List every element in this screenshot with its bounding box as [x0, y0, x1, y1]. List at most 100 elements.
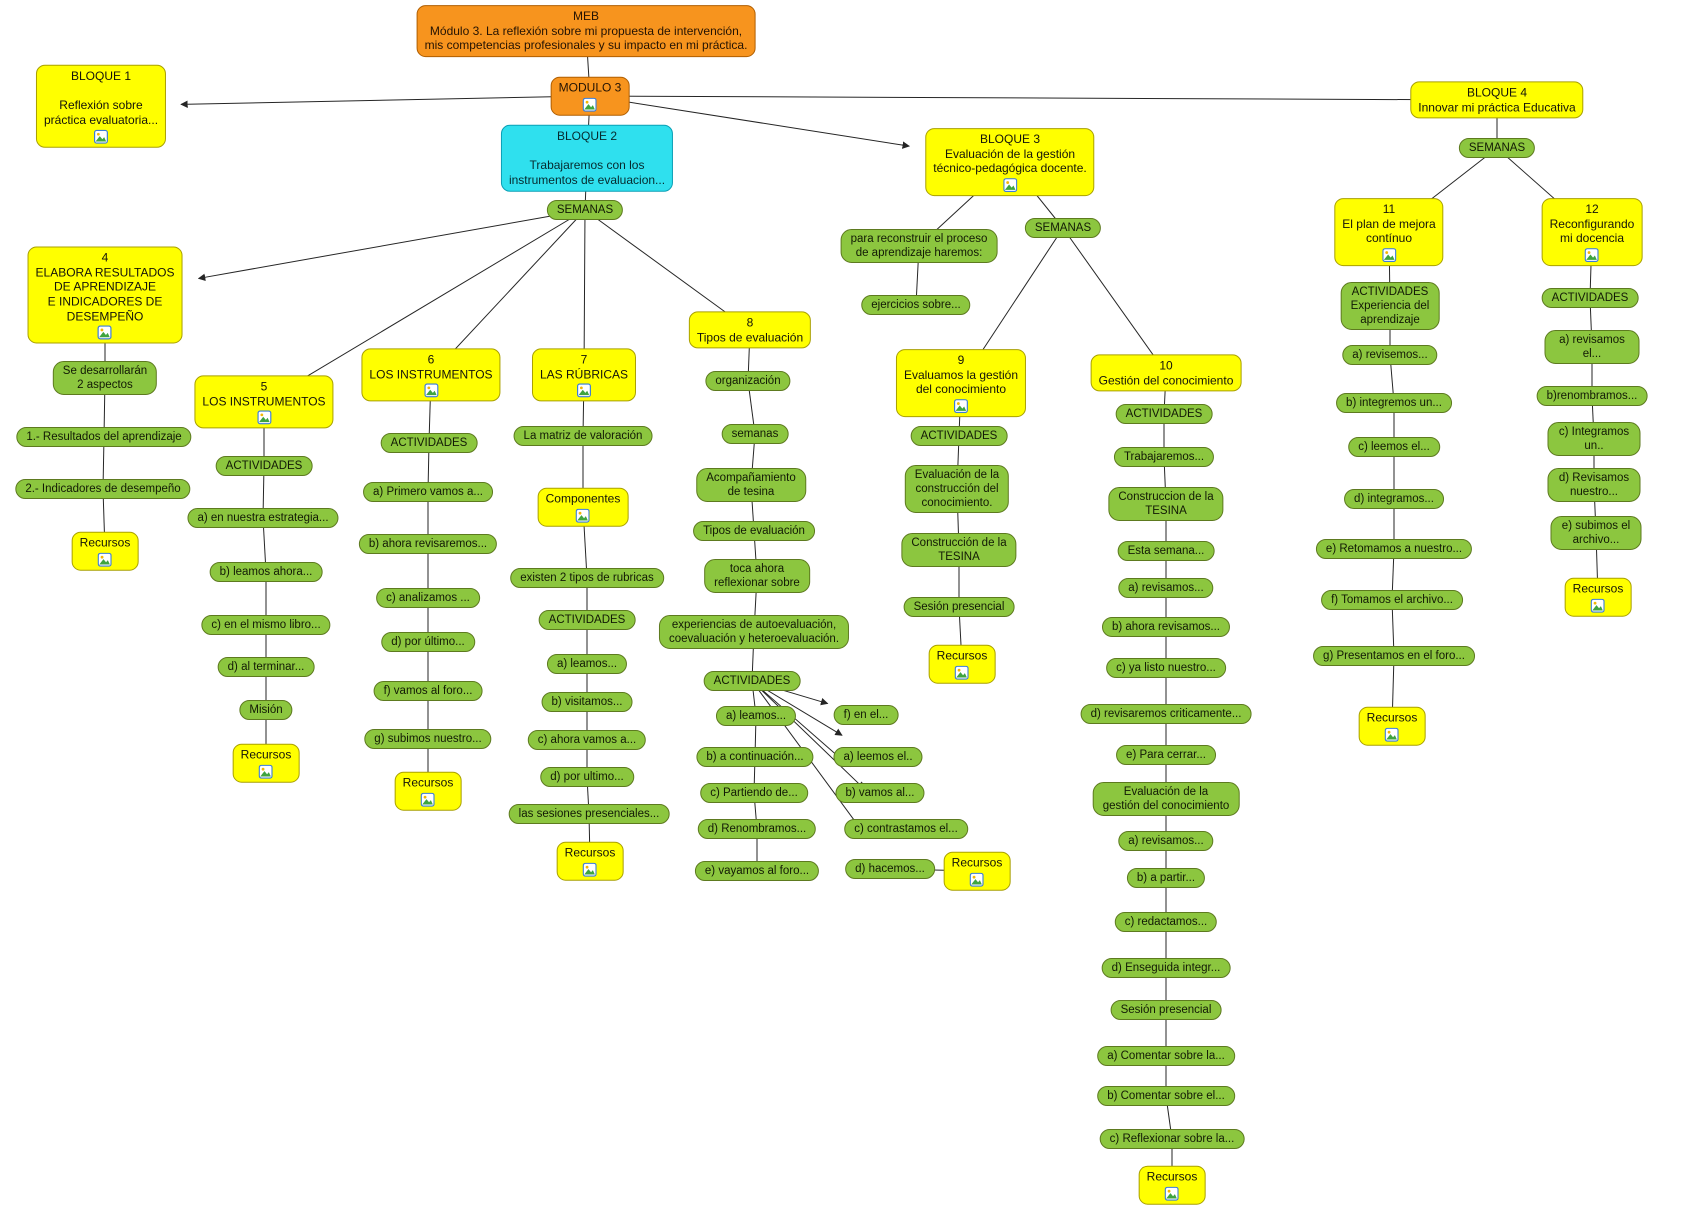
node-evalc9[interactable]: Evaluación de la construcción del conoci… — [904, 464, 1010, 514]
node-d11[interactable]: d) integramos... — [1344, 488, 1444, 510]
node-c8r[interactable]: c) contrastamos el... — [844, 818, 968, 840]
node-bloque3[interactable]: BLOQUE 3 Evaluación de la gestión técnic… — [925, 128, 1095, 196]
node-n5[interactable]: 5 LOS INSTRUMENTOS — [194, 375, 334, 429]
image-attachment-icon[interactable] — [421, 792, 436, 807]
image-attachment-icon[interactable] — [1002, 177, 1017, 192]
node-act9[interactable]: ACTIVIDADES — [910, 425, 1008, 447]
node-comp7[interactable]: Componentes — [537, 487, 629, 527]
node-sedes4[interactable]: Se desarrollarán 2 aspectos — [52, 360, 158, 396]
node-e12[interactable]: e) subimos el archivo... — [1550, 515, 1642, 551]
node-para3[interactable]: para reconstruir el proceso de aprendiza… — [840, 228, 998, 264]
node-rec10[interactable]: Recursos — [1138, 1165, 1206, 1205]
node-act8[interactable]: ACTIVIDADES — [703, 670, 801, 692]
node-a8r[interactable]: a) leemos el.. — [833, 746, 923, 768]
node-n9[interactable]: 9 Evaluamos la gestión del conocimiento — [895, 349, 1027, 417]
node-e8l[interactable]: e) vayamos al foro... — [694, 860, 820, 882]
node-mision5[interactable]: Misión — [239, 699, 293, 721]
node-existen7[interactable]: existen 2 tipos de rubricas — [510, 567, 664, 589]
node-a10c[interactable]: a) Comentar sobre la... — [1097, 1045, 1235, 1067]
image-attachment-icon[interactable] — [98, 325, 113, 340]
node-d5[interactable]: d) al terminar... — [217, 656, 315, 678]
node-n8[interactable]: 8 Tipos de evaluación — [688, 311, 812, 349]
node-rec7[interactable]: Recursos — [556, 841, 624, 881]
node-org8[interactable]: organización — [705, 370, 791, 392]
node-act5[interactable]: ACTIVIDADES — [215, 455, 313, 477]
node-c5[interactable]: c) en el mismo libro... — [201, 614, 331, 636]
node-n4[interactable]: 4 ELABORA RESULTADOS DE APRENDIZAJE E IN… — [27, 246, 183, 344]
image-attachment-icon[interactable] — [970, 872, 985, 887]
image-attachment-icon[interactable] — [576, 508, 591, 523]
node-act11[interactable]: ACTIVIDADES Experiencia del aprendizaje — [1340, 281, 1440, 331]
node-matriz7[interactable]: La matriz de valoración — [513, 425, 653, 447]
node-a6[interactable]: a) Primero vamos a... — [363, 481, 493, 503]
node-tipos8[interactable]: Tipos de evaluación — [693, 520, 815, 542]
node-n7[interactable]: 7 LAS RÚBRICAS — [531, 348, 637, 402]
node-b6[interactable]: b) ahora revisaremos... — [358, 533, 498, 555]
node-rec11[interactable]: Recursos — [1358, 706, 1426, 746]
image-attachment-icon[interactable] — [1381, 247, 1396, 262]
image-attachment-icon[interactable] — [1385, 727, 1400, 742]
node-ejer3[interactable]: ejercicios sobre... — [861, 294, 971, 316]
node-b11[interactable]: b) integremos un... — [1336, 392, 1452, 414]
node-d8r[interactable]: d) hacemos... — [845, 858, 935, 880]
node-act12[interactable]: ACTIVIDADES — [1541, 287, 1639, 309]
node-exp8[interactable]: experiencias de autoevaluación, coevalua… — [658, 614, 850, 650]
image-attachment-icon[interactable] — [94, 129, 109, 144]
node-f8r[interactable]: f) en el... — [833, 704, 899, 726]
node-c11[interactable]: c) leemos el... — [1348, 436, 1440, 458]
node-n12[interactable]: 12 Reconfigurando mi docencia — [1541, 198, 1643, 266]
node-act7[interactable]: ACTIVIDADES — [538, 609, 636, 631]
node-c8l[interactable]: c) Partiendo de... — [700, 782, 808, 804]
node-g11[interactable]: g) Presentamos en el foro... — [1313, 645, 1475, 667]
node-acomp8[interactable]: Acompañamiento de tesina — [696, 467, 806, 503]
node-rec4[interactable]: Recursos — [71, 531, 139, 571]
image-attachment-icon[interactable] — [583, 862, 598, 877]
node-rec9[interactable]: Recursos — [928, 644, 996, 684]
node-a5[interactable]: a) en nuestra estrategia... — [187, 507, 339, 529]
node-rec5[interactable]: Recursos — [232, 743, 300, 783]
node-trab10[interactable]: Trabajaremos... — [1113, 446, 1215, 468]
node-esta10[interactable]: Esta semana... — [1117, 540, 1215, 562]
node-a12[interactable]: a) revisamos el... — [1544, 329, 1640, 365]
node-d10a[interactable]: d) revisaremos criticamente... — [1080, 703, 1252, 725]
node-c7[interactable]: c) ahora vamos a... — [527, 729, 647, 751]
node-sesion10[interactable]: Sesión presencial — [1110, 999, 1222, 1021]
node-sesion9[interactable]: Sesión presencial — [903, 596, 1015, 618]
image-attachment-icon[interactable] — [423, 383, 438, 398]
node-rec12[interactable]: Recursos — [1564, 577, 1632, 617]
node-c6[interactable]: c) analizamos ... — [376, 587, 480, 609]
node-semanas_b2[interactable]: SEMANAS — [546, 199, 624, 221]
node-d8l[interactable]: d) Renombramos... — [697, 818, 817, 840]
node-sem8[interactable]: semanas — [721, 423, 789, 445]
image-attachment-icon[interactable] — [259, 764, 274, 779]
node-f6[interactable]: f) vamos al foro... — [373, 680, 483, 702]
node-a7[interactable]: a) leamos... — [546, 653, 628, 675]
node-e11[interactable]: e) Retomamos a nuestro... — [1315, 538, 1473, 560]
node-b8r[interactable]: b) vamos al... — [835, 782, 925, 804]
image-attachment-icon[interactable] — [955, 665, 970, 680]
node-b8l[interactable]: b) a continuación... — [696, 746, 814, 768]
image-attachment-icon[interactable] — [1591, 598, 1606, 613]
node-a10b[interactable]: a) revisamos... — [1118, 830, 1214, 852]
node-semanas_b3[interactable]: SEMANAS — [1024, 217, 1102, 239]
image-attachment-icon[interactable] — [583, 97, 598, 112]
node-n6[interactable]: 6 LOS INSTRUMENTOS — [361, 348, 501, 402]
node-bloque1[interactable]: BLOQUE 1 Reflexión sobre práctica evalua… — [35, 64, 167, 148]
node-ses7[interactable]: las sesiones presenciales... — [508, 803, 670, 825]
node-modulo3[interactable]: MODULO 3 — [550, 76, 630, 116]
node-constr9[interactable]: Construcción de la TESINA — [901, 532, 1017, 568]
image-attachment-icon[interactable] — [1165, 1186, 1180, 1201]
node-a8l[interactable]: a) leamos... — [715, 705, 797, 727]
node-b10c[interactable]: b) Comentar sobre el... — [1097, 1085, 1235, 1107]
node-meb[interactable]: MEB Módulo 3. La reflexión sobre mi prop… — [416, 5, 756, 57]
node-b7[interactable]: b) visitamos... — [541, 691, 633, 713]
image-attachment-icon[interactable] — [577, 383, 592, 398]
image-attachment-icon[interactable] — [256, 410, 271, 425]
node-evalg10[interactable]: Evaluación de la gestión del conocimient… — [1092, 781, 1240, 817]
image-attachment-icon[interactable] — [1584, 247, 1599, 262]
node-c10a[interactable]: c) ya listo nuestro... — [1106, 657, 1226, 679]
node-e10a[interactable]: e) Para cerrar... — [1116, 744, 1216, 766]
node-toca8[interactable]: toca ahora reflexionar sobre — [704, 558, 810, 594]
node-d7[interactable]: d) por ultimo... — [540, 766, 634, 788]
node-d10b[interactable]: d) Enseguida integr... — [1101, 957, 1231, 979]
